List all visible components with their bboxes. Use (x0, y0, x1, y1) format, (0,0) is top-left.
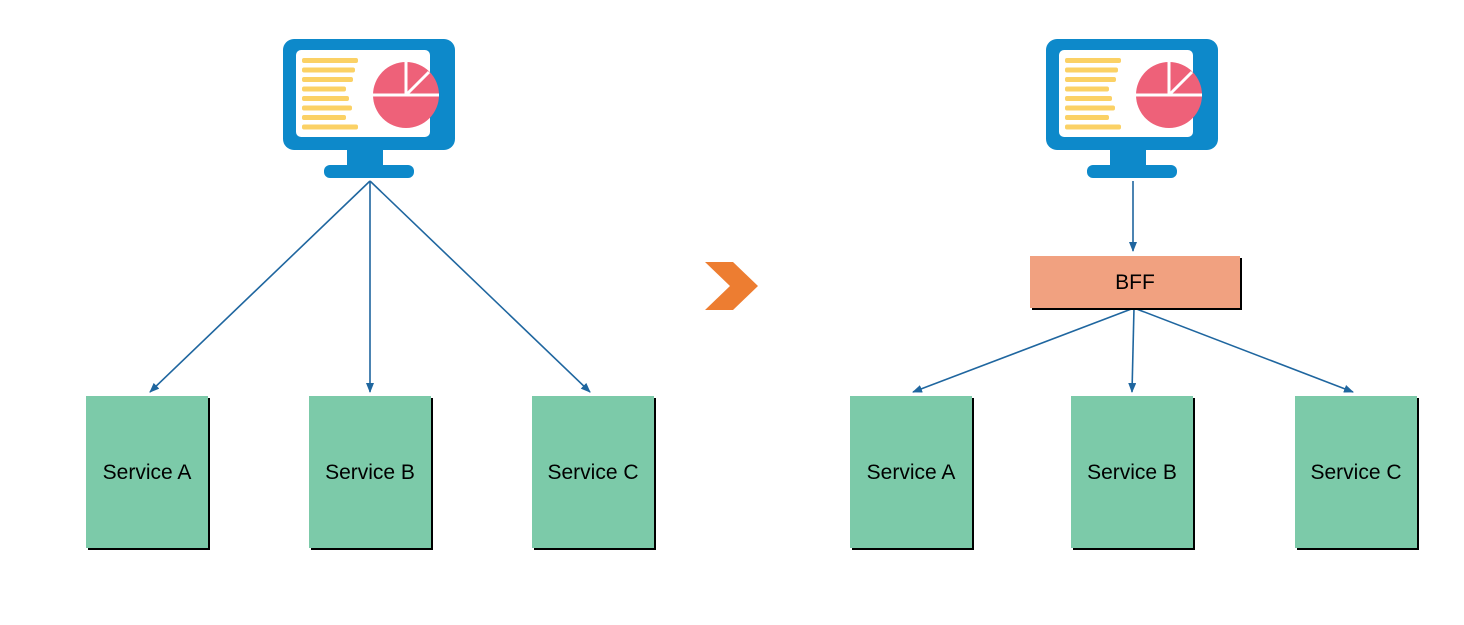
arrow-client-to-service-a (149, 180, 371, 393)
bff-box: BFF (1030, 256, 1240, 308)
arrow-bff-to-service-c (1133, 307, 1354, 393)
arrow-bff-to-service-a (912, 307, 1135, 393)
service-label: Service C (547, 460, 639, 484)
service-box: Service C (1295, 396, 1417, 548)
service-box: Service B (309, 396, 431, 548)
client-monitor-analytics-icon (1044, 37, 1220, 180)
service-label: Service B (1087, 460, 1177, 484)
service-box: Service B (1071, 396, 1193, 548)
service-box: Service A (86, 396, 208, 548)
service-label: Service C (1310, 460, 1402, 484)
client-monitor-analytics-icon (281, 37, 457, 180)
service-box: Service C (532, 396, 654, 548)
chevron-right-icon (705, 262, 758, 310)
arrow-bff-to-service-b (1128, 307, 1137, 393)
bff-label: BFF (1115, 270, 1155, 294)
arrow-client-to-service-c (369, 180, 591, 393)
service-label: Service A (866, 460, 956, 484)
service-label: Service A (102, 460, 192, 484)
service-box: Service A (850, 396, 972, 548)
service-label: Service B (325, 460, 415, 484)
